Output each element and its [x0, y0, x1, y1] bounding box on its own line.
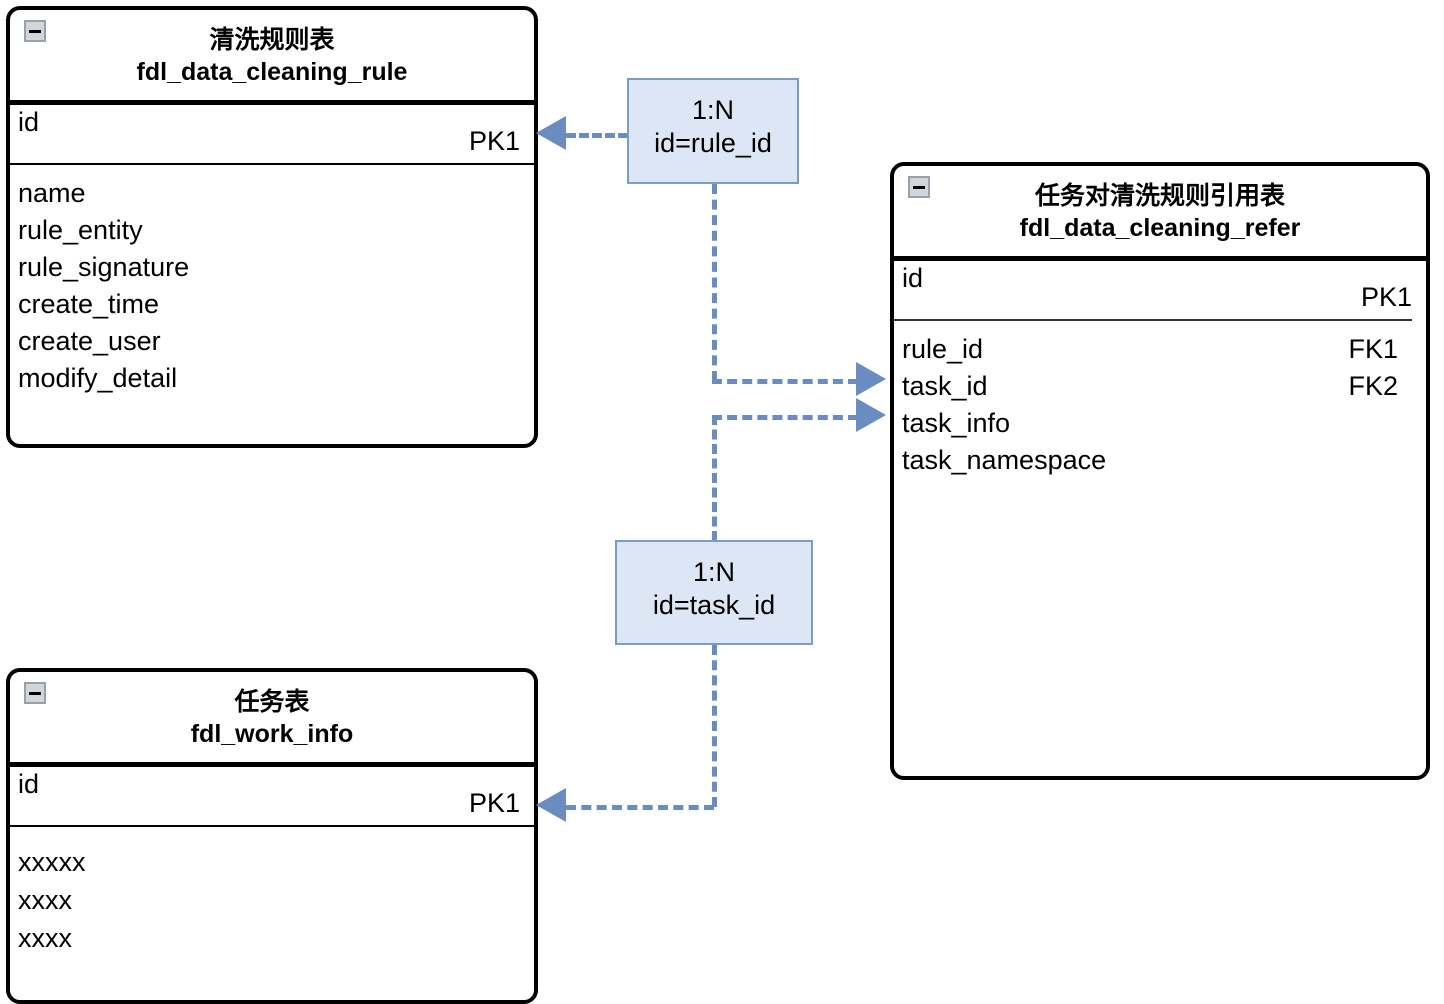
field-row: rule_id FK1 [902, 331, 1418, 368]
field-name: create_time [18, 289, 160, 319]
field-name: id [18, 107, 40, 137]
connector-rule-horizontal-right [712, 379, 858, 384]
collapse-minus-icon[interactable] [908, 176, 930, 198]
header-separator [894, 256, 1426, 261]
relationship-cardinality: 1:N [691, 95, 735, 125]
entity-title-cn: 任务表 [234, 688, 310, 716]
field-name: rule_id [902, 334, 984, 364]
field-row: create_user [18, 323, 526, 360]
connector-task-horizontal-left [566, 805, 714, 810]
entity-key-row: id PK1 [894, 261, 1426, 319]
entity-field-list: xxxxx xxxx xxxx [10, 827, 534, 965]
field-name: task_id [902, 371, 988, 401]
field-row: task_info [902, 405, 1418, 442]
connector-rule-vertical [712, 184, 717, 381]
minus-bar [29, 29, 41, 33]
arrowhead-to-refer-rule-id [856, 362, 886, 396]
field-row: task_id FK2 [902, 368, 1418, 405]
field-row: modify_detail [18, 360, 526, 397]
arrowhead-to-cleaning-rule-id [536, 116, 566, 150]
entity-header: 清洗规则表 fdl_data_cleaning_rule [10, 10, 534, 100]
entity-key-row: id PK1 [10, 767, 534, 825]
header-separator [10, 100, 534, 105]
field-name: name [18, 178, 86, 208]
field-name: id [902, 263, 924, 293]
field-name: xxxxx [18, 847, 86, 877]
field-name: task_info [902, 408, 1011, 438]
entity-title-en: fdl_work_info [190, 720, 354, 748]
entity-header: 任务对清洗规则引用表 fdl_data_cleaning_refer [894, 166, 1426, 256]
field-row: rule_signature [18, 249, 526, 286]
field-name: xxxx [18, 885, 72, 915]
field-name: create_user [18, 326, 161, 356]
entity-title-cn: 清洗规则表 [209, 26, 335, 54]
relationship-label-task[interactable]: 1:N id=task_id [615, 540, 813, 645]
relationship-cardinality: 1:N [692, 557, 736, 587]
collapse-minus-icon[interactable] [24, 682, 46, 704]
relationship-join: id=rule_id [654, 127, 772, 158]
minus-bar [913, 185, 925, 189]
entity-title-en: fdl_data_cleaning_rule [136, 58, 408, 86]
field-key-tag: FK1 [1348, 334, 1398, 364]
collapse-minus-icon[interactable] [24, 20, 46, 42]
entity-header: 任务表 fdl_work_info [10, 672, 534, 762]
entity-title-cn: 任务对清洗规则引用表 [1034, 182, 1285, 210]
entity-title-en: fdl_data_cleaning_refer [1019, 214, 1301, 242]
entity-fdl-data-cleaning-rule[interactable]: 清洗规则表 fdl_data_cleaning_rule id PK1 name… [6, 6, 538, 448]
field-row: xxxx [18, 919, 526, 957]
header-separator [10, 762, 534, 767]
connector-rule-horizontal-left [566, 133, 628, 138]
connector-task-vertical-upper [712, 415, 717, 541]
key-separator [10, 163, 534, 165]
field-name: id [18, 769, 40, 799]
key-separator [894, 319, 1412, 321]
field-name: task_namespace [902, 445, 1107, 475]
field-row: rule_entity [18, 212, 526, 249]
key-separator [10, 825, 534, 827]
relationship-label-rule[interactable]: 1:N id=rule_id [627, 78, 799, 184]
field-row: create_time [18, 286, 526, 323]
field-key-tag: FK2 [1348, 371, 1398, 401]
arrowhead-to-refer-task-id [856, 398, 886, 432]
field-key-tag: PK1 [1360, 282, 1412, 312]
field-key-tag: PK1 [468, 126, 520, 156]
minus-bar [29, 691, 41, 695]
field-name: rule_signature [18, 252, 190, 282]
field-row: xxxx [18, 881, 526, 919]
entity-key-row: id PK1 [10, 105, 534, 163]
entity-fdl-work-info[interactable]: 任务表 fdl_work_info id PK1 xxxxx xxxx xxxx [6, 668, 538, 1004]
field-row: task_namespace [902, 442, 1418, 479]
entity-fdl-data-cleaning-refer[interactable]: 任务对清洗规则引用表 fdl_data_cleaning_refer id PK… [890, 162, 1430, 780]
connector-task-horizontal-right [712, 415, 858, 420]
entity-field-list: name rule_entity rule_signature create_t… [10, 165, 534, 405]
field-row: xxxxx [18, 843, 526, 881]
field-key-tag: PK1 [468, 788, 520, 818]
field-name: rule_entity [18, 215, 143, 245]
relationship-join: id=task_id [652, 589, 776, 620]
field-name: modify_detail [18, 363, 178, 393]
field-name: xxxx [18, 923, 72, 953]
arrowhead-to-work-info-id [536, 788, 566, 822]
entity-field-list: rule_id FK1 task_id FK2 task_info task_n… [894, 321, 1426, 487]
connector-task-vertical-lower [712, 645, 717, 807]
field-row: name [18, 175, 526, 212]
